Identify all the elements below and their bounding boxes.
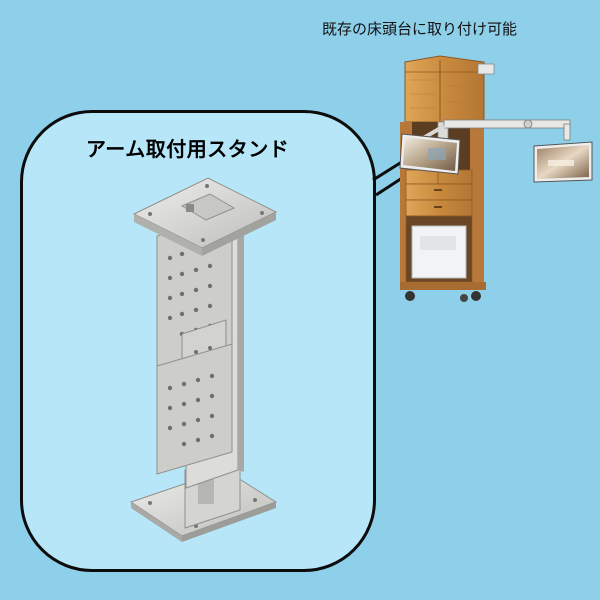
callout-title: アーム取付用スタンド	[86, 137, 290, 161]
page-caption: 既存の床頭台に取り付け可能	[322, 20, 518, 38]
bedside-cabinet-illustration	[399, 55, 593, 302]
arm-stand-illustration	[129, 177, 278, 542]
